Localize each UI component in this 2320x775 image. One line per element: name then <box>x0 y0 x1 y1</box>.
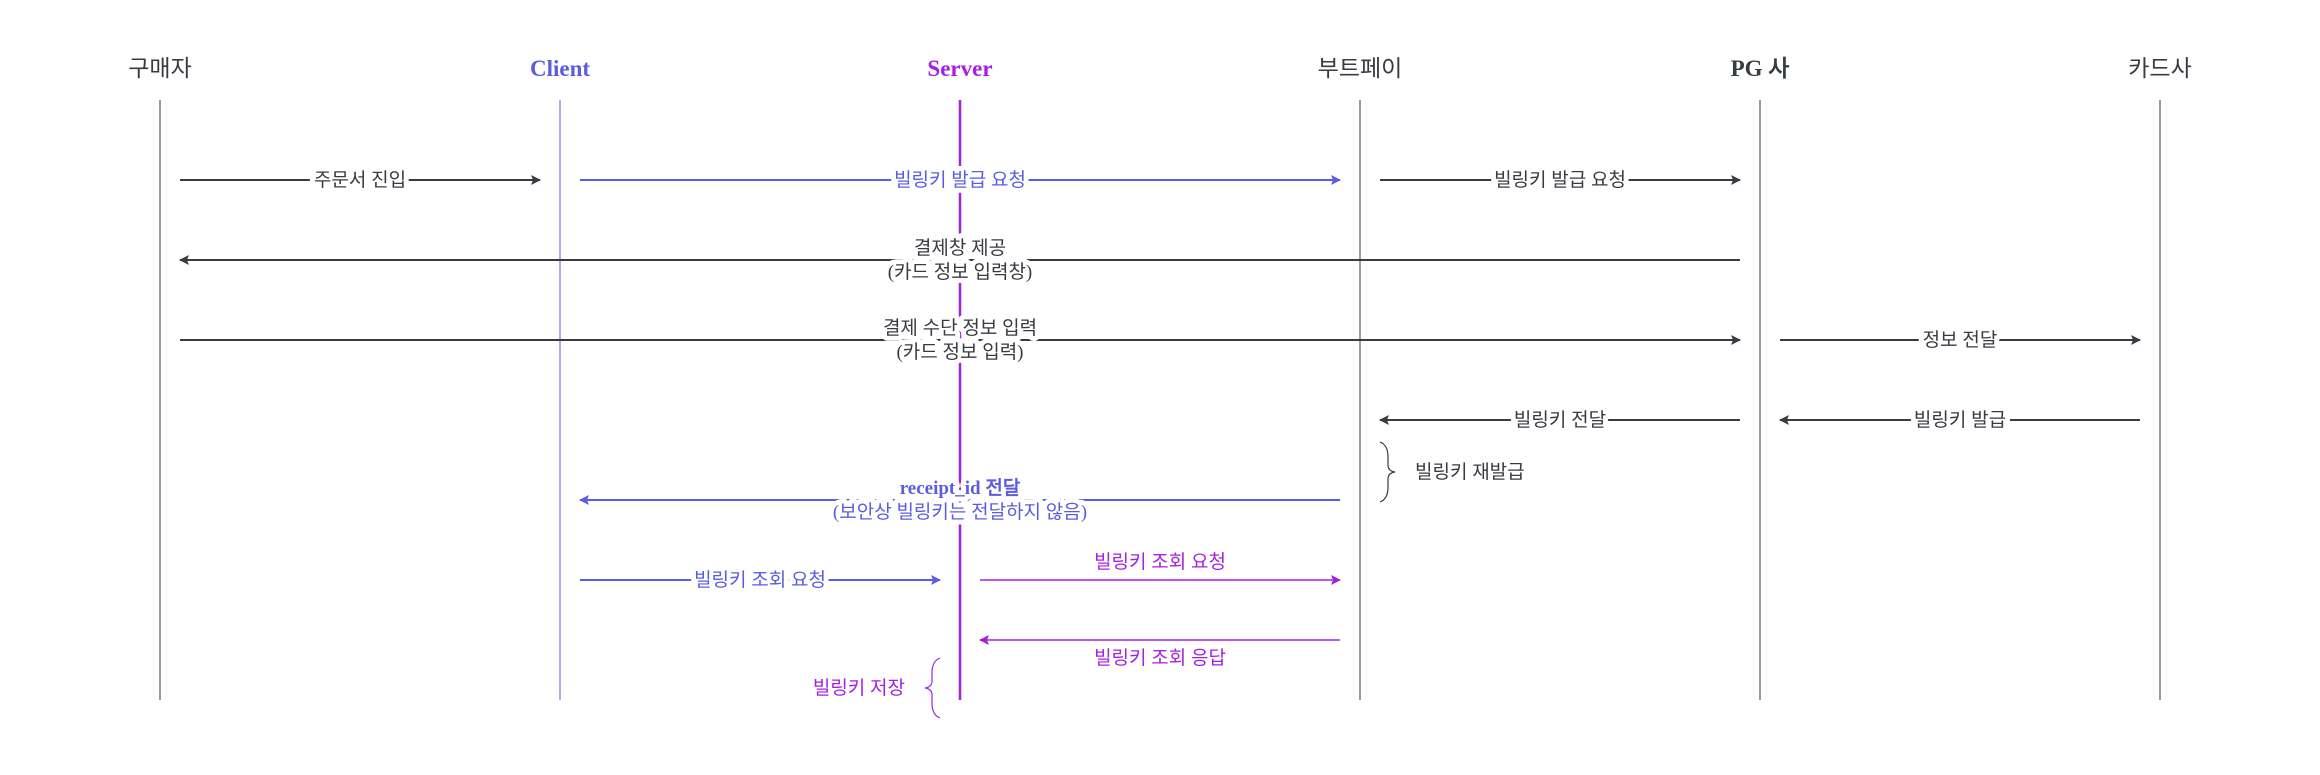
message-arrow: receipt_id 전달(보안상 빌링키는 전달하지 않음) <box>579 472 1340 528</box>
message-label: 빌링키 발급 요청 <box>894 169 1026 191</box>
message-label: 결제창 제공 <box>914 237 1006 259</box>
message-arrow: 정보 전달 <box>1780 324 2141 356</box>
message-label: 정보 전달 <box>1923 329 1998 351</box>
message-arrow: 빌링키 조회 응답 <box>979 635 1340 674</box>
participant-header: Server <box>927 56 992 81</box>
message-label: (카드 정보 입력) <box>896 341 1023 363</box>
note-label: 빌링키 저장 <box>813 677 905 699</box>
brace-icon <box>1379 441 1396 503</box>
message-label: 빌링키 조회 요청 <box>694 569 826 591</box>
message-arrow: 주문서 진입 <box>180 164 541 196</box>
message-arrow: 빌링키 발급 <box>1779 404 2140 436</box>
message-label: 결제 수단 정보 입력 <box>883 317 1037 339</box>
message-label: 빌링키 전달 <box>1514 409 1606 431</box>
message-label: receipt_id 전달 <box>900 477 1021 499</box>
message-label: 빌링키 조회 응답 <box>1094 647 1226 669</box>
participant-header: 카드사 <box>2128 56 2191 81</box>
note: 빌링키 재발급 <box>1379 441 1530 503</box>
participant-header: 부트페이 <box>1318 56 1403 81</box>
brace-icon <box>924 657 941 719</box>
message-arrow: 결제창 제공(카드 정보 입력창) <box>179 232 1740 288</box>
note: 빌링키 저장 <box>808 657 941 719</box>
message-arrow: 빌링키 발급 요청 <box>580 164 1341 196</box>
message-arrow: 결제 수단 정보 입력(카드 정보 입력) <box>180 312 1741 368</box>
message-label: 빌링키 발급 요청 <box>1494 169 1626 191</box>
message-arrow: 빌링키 조회 요청 <box>580 564 941 596</box>
message-label: (카드 정보 입력창) <box>888 261 1033 283</box>
message-label: 주문서 진입 <box>314 169 406 191</box>
message-arrow: 빌링키 발급 요청 <box>1380 164 1741 196</box>
message-arrow: 빌링키 전달 <box>1379 404 1740 436</box>
message-label: 빌링키 발급 <box>1914 409 2006 431</box>
participant-header: Client <box>530 56 590 81</box>
participant-header: 구매자 <box>128 56 191 81</box>
participant-header: PG 사 <box>1731 56 1790 81</box>
message-label: (보안상 빌링키는 전달하지 않음) <box>833 501 1087 523</box>
message-arrow: 빌링키 조회 요청 <box>980 546 1341 585</box>
note-label: 빌링키 재발급 <box>1415 461 1525 483</box>
message-label: 빌링키 조회 요청 <box>1094 551 1226 573</box>
